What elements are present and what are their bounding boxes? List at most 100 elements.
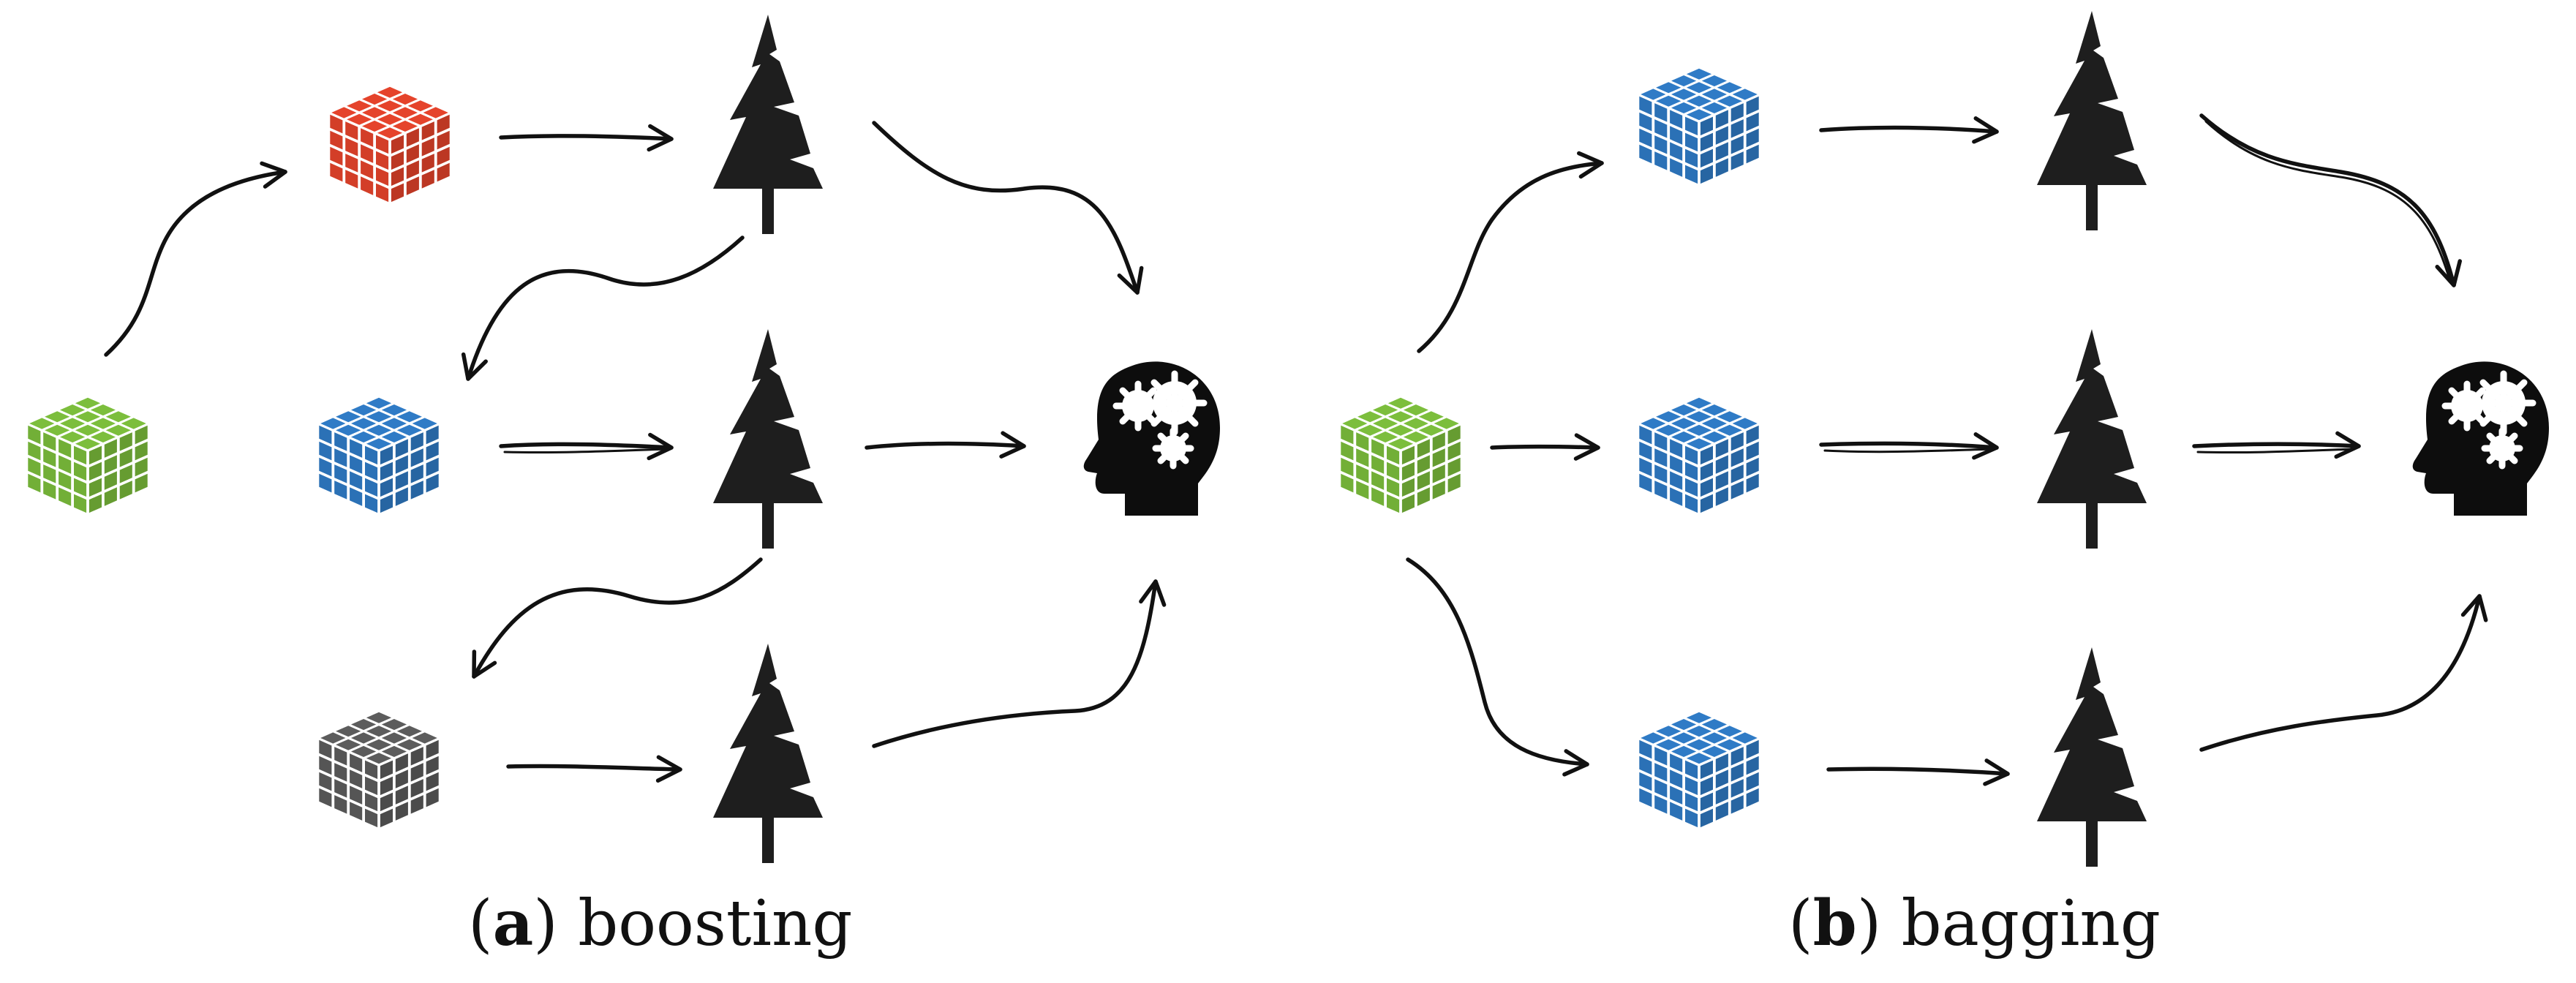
cube-tile (347, 113, 372, 125)
cube-tile (1356, 448, 1369, 467)
cube-tile (1730, 747, 1744, 766)
cube-tile (406, 160, 419, 179)
cube-tile (361, 160, 374, 179)
cube-tile (1654, 464, 1668, 483)
cube-tile (1418, 411, 1444, 423)
cube-tile (350, 786, 363, 805)
cube-tile (1730, 432, 1744, 451)
cube-tile (395, 471, 408, 490)
cube-tile (1746, 128, 1759, 148)
cube-tile (90, 404, 116, 416)
cube-tile (1717, 82, 1742, 94)
cube-tile (1701, 404, 1727, 416)
tree-3-icon (713, 644, 823, 863)
cube-tile (1715, 110, 1728, 129)
cube-tile (392, 107, 418, 118)
cube-tile (1656, 739, 1681, 750)
cube-tile (1715, 487, 1728, 506)
cube-tile (319, 457, 332, 477)
cube-tile (380, 808, 393, 828)
cube-tile (1356, 481, 1369, 500)
cube-tile (345, 154, 358, 173)
cube-tile (1715, 769, 1728, 788)
cube-tile (1730, 464, 1744, 483)
cube-tile (60, 431, 86, 442)
cube-tile (366, 438, 392, 450)
cube-tile (1356, 464, 1369, 483)
cube-tile (1447, 425, 1461, 445)
cube-tile (1717, 411, 1742, 423)
cube-tile (88, 445, 102, 465)
cube-tile (366, 739, 392, 750)
cube-tile (351, 418, 377, 429)
cube-tile (365, 478, 378, 497)
cube-tile (366, 753, 392, 764)
cube-tile (1700, 494, 1713, 513)
cube-tile (406, 144, 419, 163)
cube-tile (365, 808, 378, 828)
cube-tile (395, 753, 408, 772)
cube-tile (334, 747, 347, 766)
cube-tile (407, 113, 433, 125)
arrow-tree1-to-head (872, 121, 1144, 295)
cube-tile (1357, 411, 1383, 423)
cube-tile (1656, 411, 1681, 423)
cube-tile (29, 418, 55, 429)
cube-tile (1403, 404, 1428, 416)
cube-tile (345, 170, 358, 189)
cube-tile (43, 432, 56, 451)
cube-tile (334, 779, 347, 798)
cube-tile (1342, 418, 1368, 429)
cube-tile (320, 418, 346, 429)
cube-tile (421, 170, 434, 189)
cube-tile (437, 146, 450, 166)
cube-tile (395, 487, 408, 506)
cube-tile (1730, 795, 1744, 814)
cube-tile (1700, 165, 1713, 184)
cube-tile (59, 455, 72, 474)
cube-tile (1686, 95, 1712, 107)
bootstrap-sample-2-cube-icon (1639, 397, 1759, 513)
cube-tile (1417, 487, 1430, 506)
cube-tile (1341, 425, 1354, 445)
cube-tile (1700, 760, 1713, 780)
cube-tile (334, 432, 347, 451)
cube-tile (1700, 445, 1713, 465)
cube-tile (380, 776, 393, 796)
cube-tile (1732, 418, 1758, 429)
cube-tile (1715, 753, 1728, 772)
panel-b: (b) bagging (1341, 11, 2549, 960)
cube-tile (135, 425, 148, 445)
cube-tile (380, 478, 393, 497)
cube-tile (60, 404, 86, 416)
sample-1-cube-icon (330, 86, 450, 203)
cube-tile (1670, 769, 1683, 788)
cube-tile (135, 441, 148, 461)
cube-tile (406, 128, 419, 147)
cube-tile (1715, 126, 1728, 145)
cube-tile (104, 439, 117, 458)
cube-tile (1686, 68, 1712, 80)
cube-tile (1671, 102, 1697, 113)
cube-tile (377, 113, 403, 125)
cube-tile (104, 471, 117, 490)
cube-tile (381, 418, 407, 429)
cube-tile (1639, 128, 1652, 148)
cube-tile (437, 114, 450, 134)
cube-tile (350, 455, 363, 474)
cube-tile (406, 176, 419, 195)
cube-tile (1686, 109, 1712, 121)
cube-tile (1373, 418, 1398, 429)
cube-tile (1417, 471, 1430, 490)
arrow-sample1-to-tree1 (1819, 116, 1999, 144)
cube-tile (377, 86, 403, 98)
cube-tile (1746, 144, 1759, 164)
cube-tile (391, 135, 404, 154)
cube-tile (1671, 404, 1697, 416)
cube-tile (1686, 411, 1712, 423)
cube-tile (1641, 88, 1666, 100)
cube-tile (1670, 471, 1683, 490)
cube-tile (345, 138, 358, 157)
cube-tile (1417, 455, 1430, 474)
cube-tile (1670, 753, 1683, 772)
